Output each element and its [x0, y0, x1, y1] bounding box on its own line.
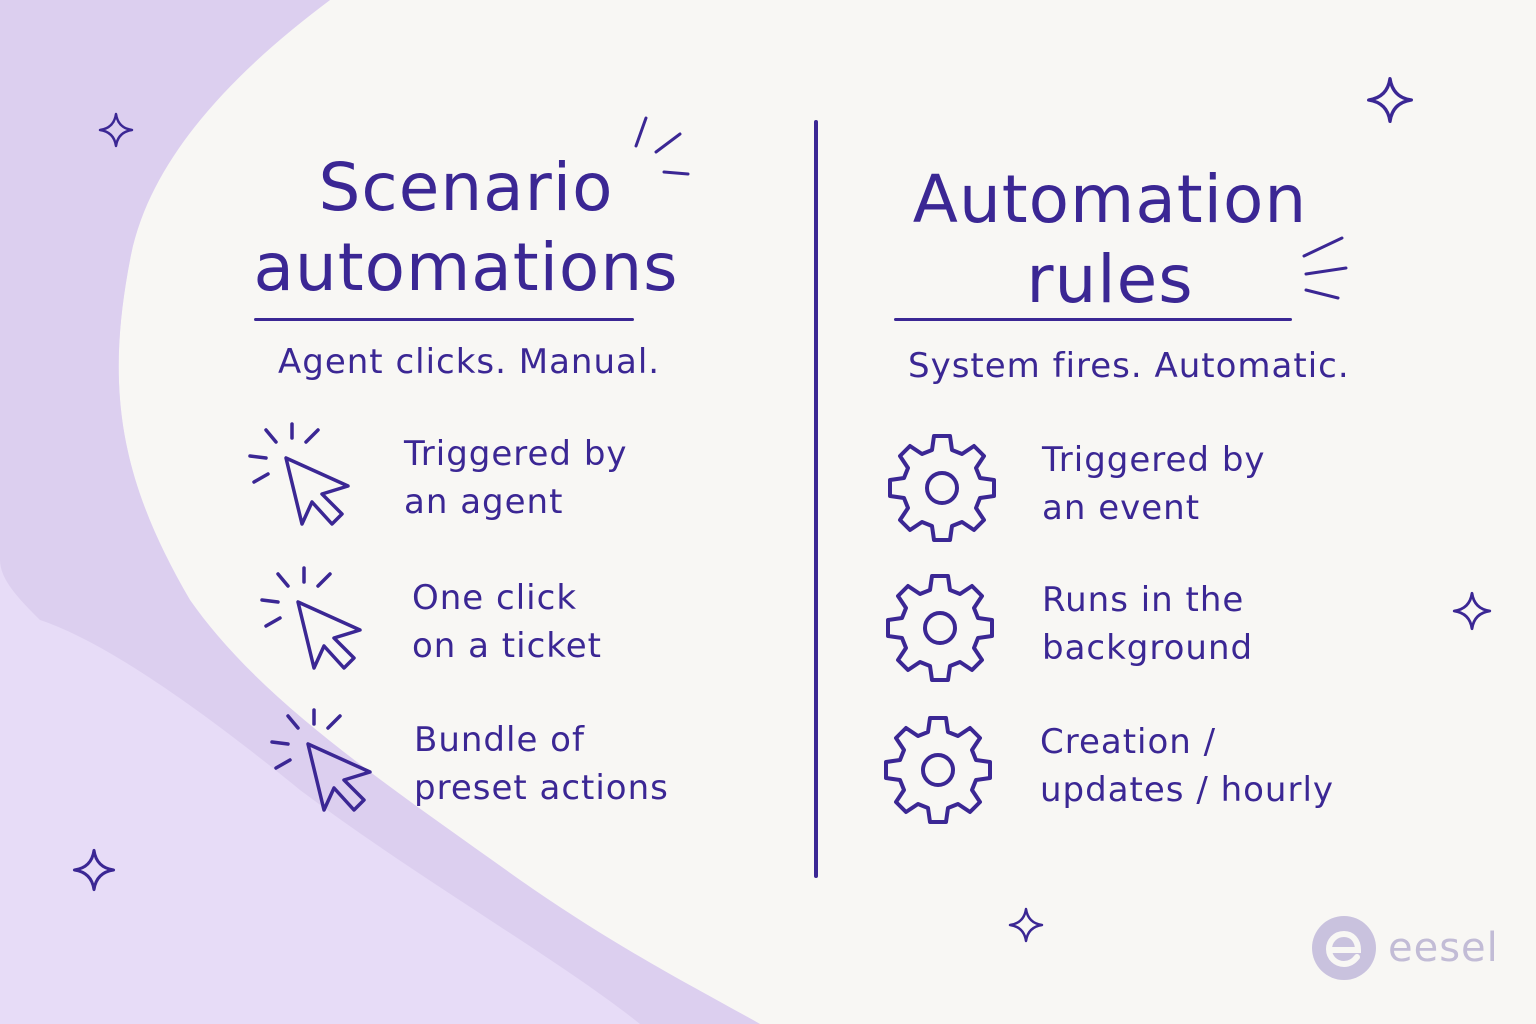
emphasis-lines-icon — [1302, 236, 1348, 300]
left-item-line2: on a ticket — [412, 626, 602, 666]
right-item: Runs in the background — [880, 564, 1253, 684]
left-item-line1: One click — [412, 578, 578, 618]
right-title-line2: rules — [1026, 241, 1194, 318]
eesel-logo-mark — [1312, 916, 1376, 980]
left-item-text: Bundle of preset actions — [414, 716, 669, 812]
right-item-text: Creation / updates / hourly — [1040, 718, 1334, 814]
cursor-click-icon — [270, 708, 372, 812]
right-item-line1: Creation / — [1040, 722, 1217, 762]
left-title-underline — [254, 318, 634, 321]
left-title-line2: automations — [253, 229, 679, 306]
sparkle-icon — [1008, 907, 1044, 943]
sparkle-icon — [72, 848, 116, 892]
left-item: Bundle of preset actions — [266, 704, 669, 824]
eesel-logo-text: eesel — [1388, 925, 1499, 971]
left-item-line1: Bundle of — [414, 720, 585, 760]
right-title-line1: Automation — [912, 161, 1308, 238]
left-subtitle: Agent clicks. Manual. — [278, 342, 661, 382]
eesel-logo: eesel — [1312, 916, 1499, 980]
cursor-click-icon — [248, 422, 350, 526]
cursor-click-icon — [260, 566, 362, 670]
eesel-e-glyph-icon — [1325, 930, 1362, 968]
right-item-text: Runs in the background — [1042, 576, 1253, 672]
right-item-line1: Triggered by — [1042, 440, 1266, 480]
sparkle-icon — [1367, 77, 1413, 123]
right-subtitle: System fires. Automatic. — [908, 346, 1350, 386]
sparkle-icon — [98, 112, 134, 148]
left-item-line1: Triggered by — [404, 434, 628, 474]
right-title-underline — [894, 318, 1292, 321]
left-title-line1: Scenario — [318, 149, 614, 226]
right-item-line2: an event — [1042, 488, 1201, 528]
right-item-line2: background — [1042, 628, 1254, 668]
left-item-text: One click on a ticket — [412, 574, 602, 670]
left-title: Scenario automations — [236, 148, 696, 308]
left-item-text: Triggered by an agent — [404, 430, 628, 526]
right-item-line2: updates / hourly — [1040, 770, 1335, 810]
right-item-line1: Runs in the — [1042, 580, 1245, 620]
gear-icon — [886, 574, 994, 682]
right-item: Creation / updates / hourly — [878, 706, 1334, 826]
left-item: Triggered by an agent — [244, 418, 628, 538]
left-item: One click on a ticket — [256, 562, 602, 682]
column-divider — [814, 120, 818, 878]
left-item-line2: preset actions — [414, 768, 669, 808]
right-item-text: Triggered by an event — [1042, 436, 1266, 532]
left-item-line2: an agent — [404, 482, 564, 522]
emphasis-lines-icon — [634, 116, 690, 176]
gear-icon — [884, 716, 992, 824]
right-item: Triggered by an event — [882, 424, 1266, 544]
sparkle-icon — [1452, 591, 1492, 631]
right-title: Automation rules — [880, 160, 1340, 320]
gear-icon — [888, 434, 996, 542]
